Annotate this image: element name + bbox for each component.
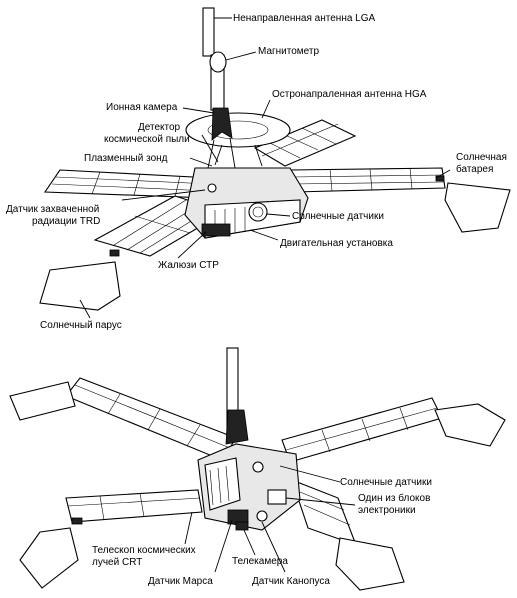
solar-panel-lower-right: [289, 167, 446, 193]
solar-sail-bottom-lower-right: [335, 537, 405, 591]
label-engine: Двигательная установка: [280, 238, 393, 249]
magnetometer-icon: [209, 51, 227, 73]
label-electronics-1: Один из блоков: [358, 492, 430, 504]
label-plasma-probe: Плазменный зонд: [84, 153, 168, 164]
solar-sail-left: [39, 261, 121, 311]
label-crt-2: лучей CRT: [92, 557, 142, 568]
label-solar-sail: Солнечный парус: [40, 320, 122, 331]
label-solar-battery-2: батарея: [456, 163, 493, 175]
label-sun-sensors-bottom: Солнечные датчики: [340, 477, 432, 488]
solar-sail-bottom-upper-right: [434, 403, 506, 447]
lga-mast: [202, 7, 215, 57]
solar-panel-lower-view-upper-left: [65, 377, 237, 461]
label-hga: Остронапраленная антенна HGA: [272, 89, 427, 100]
solar-sail-bottom-lower-left: [19, 527, 79, 589]
tv-camera-icon: [235, 521, 249, 531]
label-dust-detector-1: Детектор: [138, 122, 181, 133]
label-canopus-sensor: Датчик Канопуса: [252, 576, 330, 587]
solar-panel-lower-view-lower-right: [291, 479, 357, 546]
label-lga: Ненаправленная антенна LGA: [233, 13, 376, 24]
ion-chamber-icon: [211, 107, 233, 141]
top-spacecraft-view: [39, 7, 511, 311]
label-louvers: Жалюзи СТР: [158, 260, 219, 271]
label-crt-1: Телескоп космических: [92, 545, 196, 556]
label-solar-battery-1: Солнечная: [456, 152, 507, 163]
label-trd-2: радиации TRD: [32, 216, 100, 227]
top-spacecraft-body: [184, 167, 309, 239]
label-tv-camera: Телекамера: [232, 556, 288, 567]
label-sun-sensors-top: Солнечные датчики: [292, 211, 384, 222]
solar-panel-lower-view-lower-left: [65, 489, 203, 525]
solar-sail-bottom-upper-left: [9, 381, 76, 421]
solar-sail-right: [444, 182, 511, 233]
label-trd-1: Датчик захваченной: [6, 204, 99, 215]
hga-dish: [185, 112, 291, 148]
label-mars-sensor: Датчик Марса: [148, 576, 213, 587]
canopus-sensor-icon: [256, 510, 268, 522]
bottom-spacecraft-view: [9, 347, 506, 591]
solar-panel-upper-right: [253, 119, 357, 167]
solar-panel-lower-view-upper-right: [281, 397, 443, 463]
bottom-spacecraft-body: [197, 443, 301, 531]
label-magnetometer: Магнитометр: [258, 46, 319, 57]
solar-panel-upper-left: [43, 169, 213, 199]
electronics-block: [267, 489, 287, 505]
sun-sensor-icon: [252, 461, 264, 473]
label-dust-detector-2: космической пыли: [104, 134, 190, 145]
label-electronics-2: электроники: [358, 505, 416, 516]
label-ion-chamber: Ионная камера: [106, 102, 178, 113]
